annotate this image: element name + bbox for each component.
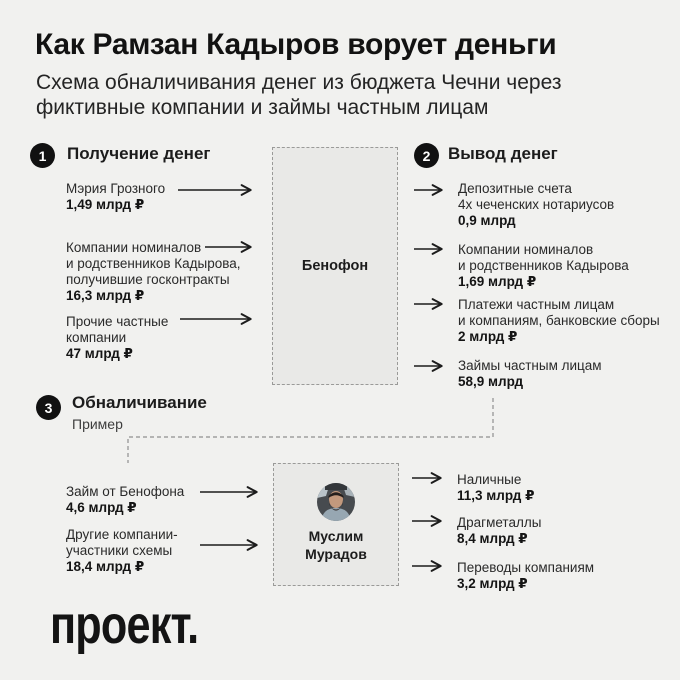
- flow-item-amount: 1,49 млрд ₽: [66, 197, 145, 212]
- step-number: 3: [44, 399, 53, 416]
- flow-item-receive-2: Компании номиналов и родственников Кадыр…: [66, 240, 241, 304]
- section-subheading-cashout: Пример: [72, 416, 123, 432]
- flow-item-label: 4х чеченских нотариусов: [458, 197, 615, 212]
- flow-item-label: и родственников Кадырова,: [66, 256, 241, 271]
- flow-item-label: Переводы компаниям: [457, 560, 595, 575]
- flow-item-label: Наличные: [457, 472, 522, 487]
- flow-item-receive-1: Мэрия Грозного 1,49 млрд ₽: [66, 181, 165, 213]
- flow-item-label: Платежи частным лицам: [458, 297, 615, 312]
- flow-item-label: и компаниям, банковские сборы: [458, 313, 660, 328]
- section-heading-withdraw: Вывод денег: [448, 144, 558, 163]
- muradov-name-line2: Мурадов: [305, 546, 367, 562]
- flow-item-receive-3: Прочие частные компании 47 млрд ₽: [66, 314, 168, 362]
- flow-item-label: компании: [66, 330, 127, 345]
- flow-item-label: Мэрия Грозного: [66, 181, 166, 196]
- subtitle-line-2: фиктивные компании и займы частным лицам: [36, 96, 489, 119]
- page-subtitle: Схема обналичивания денег из бюджета Чеч…: [36, 70, 561, 120]
- flow-item-withdraw-1: Депозитные счета 4х чеченских нотариусов…: [458, 181, 614, 229]
- flow-item-label: Займ от Бенофона: [66, 484, 185, 499]
- flow-item-withdraw-2: Компании номиналов и родственников Кадыр…: [458, 242, 629, 290]
- flow-item-amount: 8,4 млрд ₽: [457, 531, 528, 546]
- flow-item-label: Компании номиналов: [458, 242, 594, 257]
- flow-item-label: Прочие частные: [66, 314, 169, 329]
- flow-item-cashout-in-1: Займ от Бенофона 4,6 млрд ₽: [66, 484, 184, 516]
- muradov-photo-avatar: [317, 483, 355, 521]
- flow-item-withdraw-3: Платежи частным лицам и компаниям, банко…: [458, 297, 660, 345]
- section-heading-receive: Получение денег: [67, 144, 211, 163]
- flow-item-amount: 47 млрд ₽: [66, 346, 133, 361]
- step-badge-3: 3: [36, 395, 61, 420]
- flow-item-label: участники схемы: [66, 543, 173, 558]
- proekt-logo: проект.: [50, 595, 199, 655]
- benofon-label: Бенофон: [301, 258, 369, 274]
- node-muradov: Муслим Мурадов: [273, 463, 399, 586]
- node-benofon: Бенофон: [272, 147, 398, 385]
- flow-item-amount: 2 млрд ₽: [458, 329, 518, 344]
- flow-item-amount: 1,69 млрд ₽: [458, 274, 537, 289]
- muradov-name-line1: Муслим: [308, 528, 364, 544]
- subtitle-line-1: Схема обналичивания денег из бюджета Чеч…: [36, 71, 562, 94]
- flow-item-amount: 18,4 млрд ₽: [66, 559, 145, 574]
- flow-item-amount: 11,3 млрд ₽: [457, 488, 535, 503]
- flow-item-amount: 58,9 млрд: [458, 374, 524, 389]
- flow-item-amount: 4,6 млрд ₽: [66, 500, 137, 515]
- flow-item-amount: 16,3 млрд ₽: [66, 288, 145, 303]
- flow-item-label: и родственников Кадырова: [458, 258, 629, 273]
- flow-item-amount: 3,2 млрд ₽: [457, 576, 528, 591]
- flow-item-cashout-in-2: Другие компании- участники схемы 18,4 мл…: [66, 527, 178, 575]
- flow-item-label: получившие госконтракты: [66, 272, 230, 287]
- flow-item-label: Другие компании-: [66, 527, 178, 542]
- flow-item-amount: 0,9 млрд: [458, 213, 516, 228]
- flow-item-withdraw-4: Займы частным лицам 58,9 млрд: [458, 358, 602, 390]
- section-heading-cashout: Обналичивание: [72, 393, 207, 412]
- flow-item-label: Драгметаллы: [457, 515, 542, 530]
- muradov-name: Муслим Мурадов: [305, 527, 367, 563]
- page-title: Как Рамзан Кадыров ворует деньги: [35, 28, 557, 61]
- step-number: 2: [422, 147, 431, 164]
- flow-item-cashout-out-2: Драгметаллы 8,4 млрд ₽: [457, 515, 541, 547]
- step-number: 1: [38, 147, 47, 164]
- flow-item-label: Компании номиналов: [66, 240, 202, 255]
- step-badge-1: 1: [30, 143, 55, 168]
- flow-item-cashout-out-3: Переводы компаниям 3,2 млрд ₽: [457, 560, 594, 592]
- step-badge-2: 2: [414, 143, 439, 168]
- flow-item-cashout-out-1: Наличные 11,3 млрд ₽: [457, 472, 534, 504]
- flow-item-label: Депозитные счета: [458, 181, 572, 196]
- flow-item-label: Займы частным лицам: [458, 358, 602, 373]
